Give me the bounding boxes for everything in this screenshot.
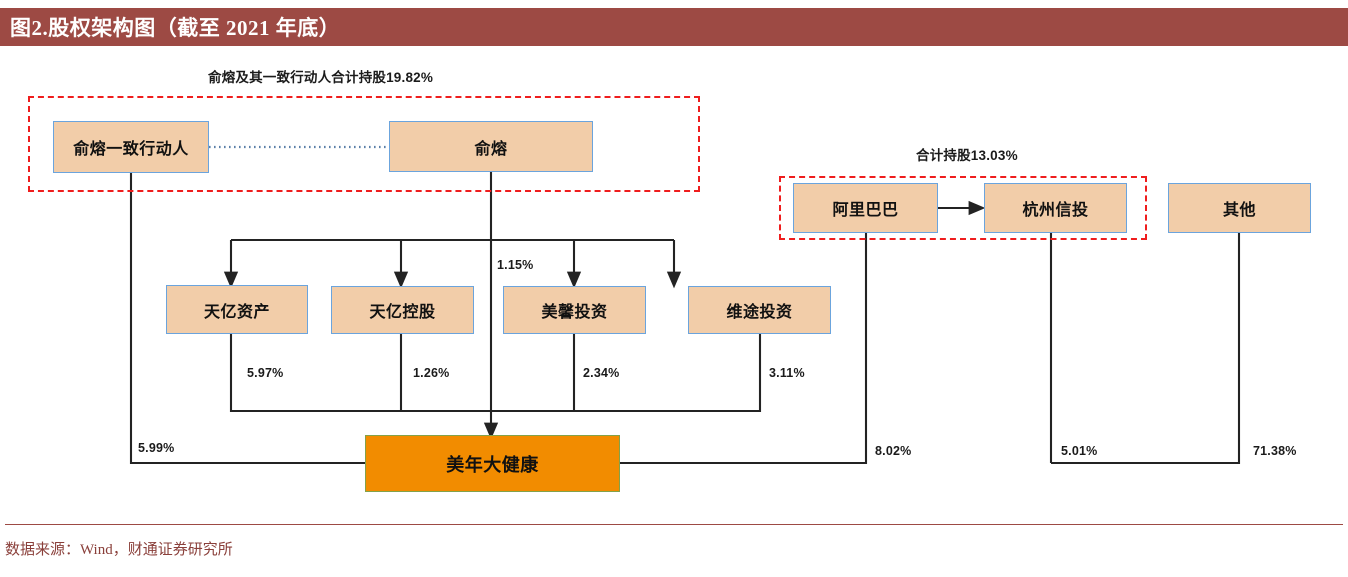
edge-label-tianyi-konggu: 1.26% <box>413 366 450 380</box>
edge-label-weitu-touzi: 3.11% <box>769 366 805 380</box>
dashed-group-alibaba <box>779 176 1147 240</box>
figure-title-bar: 图2.股权架构图（截至 2021 年底） <box>0 8 1348 46</box>
node-alibaba[interactable]: 阿里巴巴 <box>793 183 938 233</box>
node-other[interactable]: 其他 <box>1168 183 1311 233</box>
footer-divider <box>5 524 1343 525</box>
dashed-group-yurong <box>28 96 700 192</box>
group-label-yurong: 俞熔及其一致行动人合计持股19.82% <box>208 70 434 85</box>
edge-label-yurong-concerted: 5.99% <box>138 441 175 455</box>
figure-title: 图2.股权架构图（截至 2021 年底） <box>10 16 341 40</box>
node-yurong-concerted[interactable]: 俞熔一致行动人 <box>53 121 209 173</box>
node-weitu-touzi[interactable]: 维途投资 <box>688 286 831 334</box>
group-label-alibaba: 合计持股13.03% <box>916 148 1018 163</box>
edge-label-other: 71.38% <box>1253 444 1297 458</box>
link-alibaba-to-root <box>620 233 868 465</box>
edge-label-hangzhou-xintou: 5.01% <box>1061 444 1098 458</box>
node-root-meinian[interactable]: 美年大健康 <box>365 435 620 492</box>
link-other-to-root <box>1051 233 1241 465</box>
edge-label-tianyi-zichan: 5.97% <box>247 366 284 380</box>
node-yurong[interactable]: 俞熔 <box>389 121 593 172</box>
node-hangzhou-xintou[interactable]: 杭州信投 <box>984 183 1127 233</box>
edge-label-alibaba: 8.02% <box>875 444 912 458</box>
node-meixin-touzi[interactable]: 美馨投资 <box>503 286 646 334</box>
edge-label-meixin-touzi: 2.34% <box>583 366 620 380</box>
node-tianyi-zichan[interactable]: 天亿资产 <box>166 285 308 334</box>
edge-label-yurong-direct: 1.15% <box>497 258 534 272</box>
footer-source: 数据来源：Wind，财通证券研究所 <box>5 542 233 558</box>
node-tianyi-konggu[interactable]: 天亿控股 <box>331 286 474 334</box>
link-weitu-touzi-to-root <box>492 334 762 413</box>
